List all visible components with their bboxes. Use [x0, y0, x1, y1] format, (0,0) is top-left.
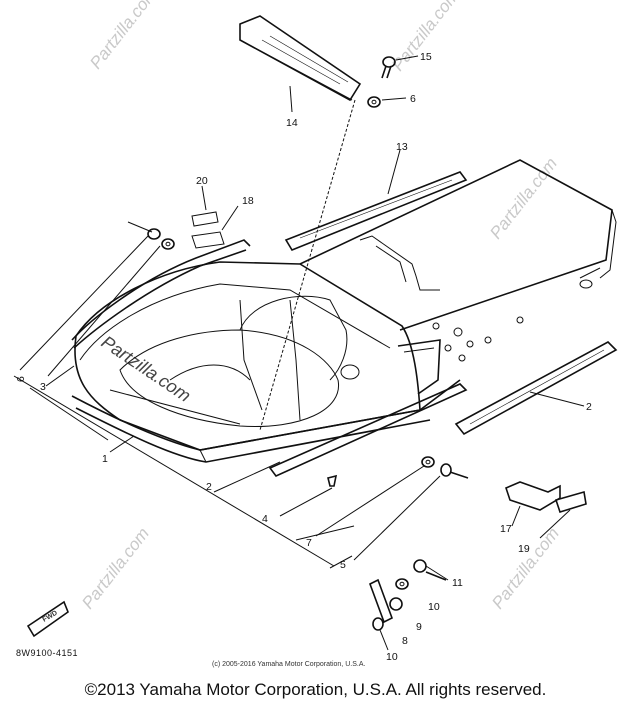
leader-lines	[13, 375, 355, 569]
watermark-text-inline: Partzilla.com	[98, 332, 195, 406]
callout-17: 17	[500, 523, 512, 535]
callout-6-top: 6	[410, 93, 416, 105]
bolt-15	[381, 55, 419, 79]
diagram-code: 8W9100-4151	[16, 648, 78, 658]
callout-10-bottom: 10	[386, 651, 398, 663]
callout-20: 20	[196, 175, 208, 187]
callout-5: 5	[340, 559, 346, 571]
part-18-plate	[191, 205, 239, 249]
callout-10-top: 10	[428, 601, 440, 613]
watermark-layer: Partzilla.com Partzilla.com Partzilla.co…	[78, 0, 563, 612]
callout-7: 7	[306, 537, 312, 549]
part-3-rail	[45, 239, 251, 387]
washer-7-bolt-5	[315, 456, 469, 561]
callout-13: 13	[396, 141, 408, 153]
callout-1: 1	[102, 453, 108, 465]
callout-11: 11	[452, 577, 463, 589]
callout-6-left: 6	[15, 376, 27, 382]
watermark-text: Partzilla.com	[86, 0, 161, 72]
callout-14: 14	[286, 117, 298, 129]
callout-3: 3	[40, 381, 46, 393]
watermark-text: Partzilla.com	[388, 0, 463, 74]
washer-6-top	[367, 96, 407, 108]
callout-9: 9	[416, 621, 422, 633]
callout-4: 4	[262, 513, 268, 525]
leader-dashed	[259, 99, 356, 431]
fwd-tag: FWD	[26, 600, 69, 638]
callout-2-right: 2	[586, 401, 592, 413]
watermark-text: Partzilla.com	[488, 524, 563, 612]
callout-8: 8	[402, 635, 408, 647]
callout-2-front: 2	[206, 481, 212, 493]
part-13-rail	[284, 149, 468, 251]
fasteners-lower	[369, 559, 449, 651]
part-2-rail-front	[268, 383, 468, 477]
callout-18: 18	[242, 195, 254, 207]
part-17	[505, 481, 561, 527]
part-2-rail-right	[454, 341, 618, 436]
part-19	[539, 490, 587, 539]
callouts: 15 6 14 13 20 18 6 3 2 1 2 4 17 7 19 5 1…	[15, 51, 592, 663]
fwd-label: FWD	[42, 610, 59, 624]
small-copyright: (c) 2005-2016 Yamaha Motor Corporation, …	[212, 661, 365, 668]
bolt-left	[19, 221, 175, 377]
part-1-frame	[71, 159, 617, 463]
watermark-text: Partzilla.com	[78, 524, 153, 612]
footer-copyright: ©2013 Yamaha Motor Corporation, U.S.A. A…	[84, 680, 547, 699]
part-20-plate	[191, 185, 219, 227]
part-14-panel	[239, 15, 362, 113]
callout-19: 19	[518, 543, 530, 555]
callout-15: 15	[420, 51, 432, 63]
watermark-text: Partzilla.com	[486, 154, 561, 242]
rivet-4	[279, 474, 338, 517]
